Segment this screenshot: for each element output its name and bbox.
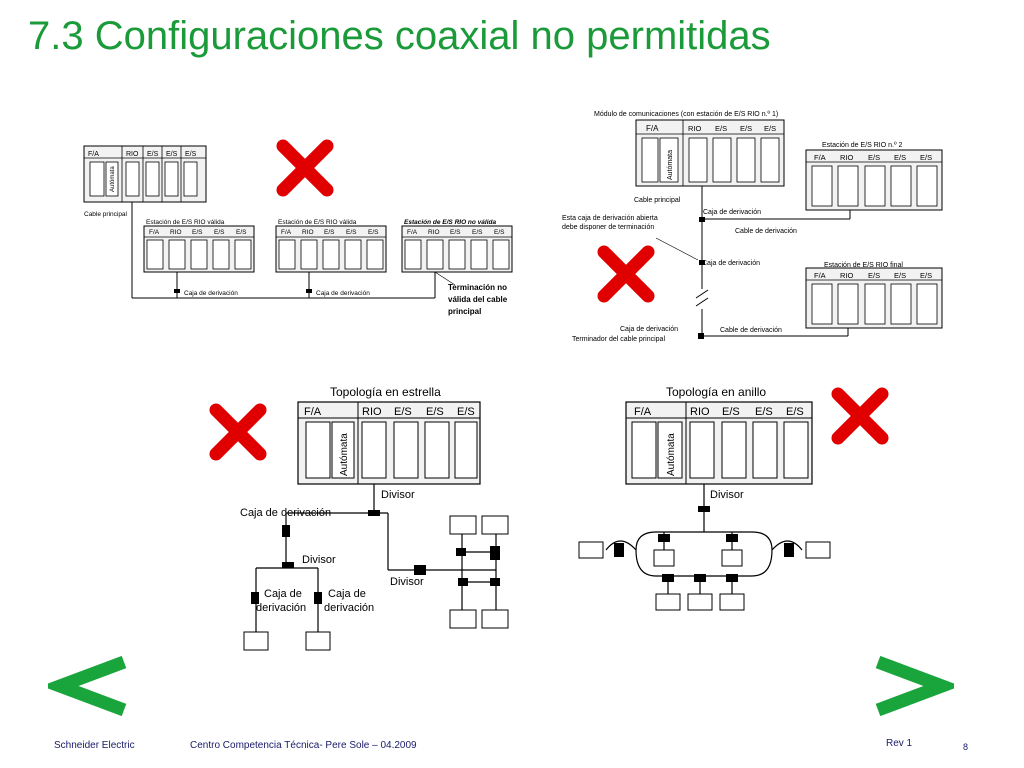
label-tap: Caja de: [328, 588, 366, 600]
label-es: E/S: [764, 124, 776, 133]
label-es: E/S: [868, 271, 880, 280]
label-rio: RIO: [840, 271, 854, 280]
diagram-invalid-termination: F/A RIO E/S E/S E/S Autómata Cable princ…: [83, 145, 513, 316]
label-rio: RIO: [428, 229, 440, 236]
diagram-open-tap: Módulo de comunicaciones (con estación d…: [562, 111, 943, 343]
label-es: E/S: [166, 151, 178, 158]
label-es: E/S: [394, 406, 412, 418]
label-tap: derivación: [256, 602, 306, 614]
label-es: E/S: [214, 229, 225, 236]
label-note: Terminación no: [448, 283, 507, 292]
label-automata: Autómata: [667, 150, 674, 180]
label-tap: Caja de derivación: [702, 260, 760, 267]
label-tap: Caja de derivación: [620, 326, 678, 333]
label-fa: F/A: [646, 124, 659, 133]
label-fa: F/A: [407, 229, 418, 236]
label-station-invalid: Estación de E/S RIO no válida: [404, 219, 496, 226]
label-open-tap-note: Esta caja de derivación abierta: [562, 215, 658, 222]
label-rio: RIO: [170, 229, 182, 236]
label-tap: Caja de: [264, 588, 302, 600]
label-fa: F/A: [304, 406, 322, 418]
label-fa: F/A: [149, 229, 160, 236]
label-es: E/S: [755, 406, 773, 418]
label-station-valid: Estación de E/S RIO válida: [278, 219, 357, 226]
label-automata: Autómata: [666, 433, 677, 476]
label-main-cable: Cable principal: [84, 211, 128, 218]
label-es: E/S: [185, 151, 197, 158]
label-main-cable: Cable principal: [634, 197, 681, 204]
label-es: E/S: [147, 151, 159, 158]
label-es: E/S: [894, 271, 906, 280]
invalid-x-icon: [276, 139, 334, 197]
label-es: E/S: [368, 229, 379, 236]
label-station-valid: Estación de E/S RIO válida: [146, 219, 225, 226]
label-drop-cable: Cable de derivación: [720, 327, 782, 334]
label-note: principal: [448, 307, 481, 316]
label-fa: F/A: [814, 153, 826, 162]
label-rio: RIO: [302, 229, 314, 236]
label-open-tap-note: debe disponer de terminación: [562, 224, 654, 231]
label-fa: F/A: [281, 229, 292, 236]
label-station-title: Estación de E/S RIO n.º 2: [822, 142, 902, 149]
label-tap: Caja de derivación: [316, 290, 370, 297]
label-splitter: Divisor: [710, 489, 744, 501]
label-es: E/S: [457, 406, 475, 418]
label-splitter: Divisor: [302, 554, 336, 566]
label-rio: RIO: [362, 406, 382, 418]
label-splitter: Divisor: [390, 576, 424, 588]
footer-revision: Rev 1: [886, 738, 913, 749]
footer-page-number: 8: [963, 742, 969, 752]
label-es: E/S: [920, 153, 932, 162]
label-es: E/S: [894, 153, 906, 162]
footer-company: Schneider Electric: [54, 740, 135, 751]
label-es: E/S: [450, 229, 461, 236]
diagram-ring-topology: Topología en anillo F/A RIO E/S E/S E/S …: [578, 385, 831, 611]
label-es: E/S: [324, 229, 335, 236]
label-es: E/S: [472, 229, 483, 236]
label-automata: Autómata: [339, 433, 350, 476]
label-rio: RIO: [688, 124, 702, 133]
prev-slide-button[interactable]: [48, 656, 132, 716]
label-tap: Caja de derivación: [184, 290, 238, 297]
diagram-star-topology: Topología en estrella F/A RIO E/S E/S E/…: [240, 385, 509, 651]
label-topology-title: Topología en estrella: [330, 385, 441, 399]
label-drop-cable: Cable de derivación: [735, 228, 797, 235]
label-es: E/S: [786, 406, 804, 418]
label-es: E/S: [740, 124, 752, 133]
label-es: E/S: [722, 406, 740, 418]
label-tap: Caja de derivación: [703, 209, 761, 216]
label-module-title: Módulo de comunicaciones (con estación d…: [594, 111, 778, 118]
label-station-title: Estación de E/S RIO final: [824, 262, 903, 269]
next-slide-button[interactable]: [870, 656, 954, 716]
label-es: E/S: [236, 229, 247, 236]
invalid-x-icon: [209, 403, 267, 461]
label-terminator: Terminador del cable principal: [572, 336, 665, 343]
label-es: E/S: [192, 229, 203, 236]
label-es: E/S: [920, 271, 932, 280]
label-splitter: Divisor: [381, 489, 415, 501]
label-rio: RIO: [690, 406, 710, 418]
invalid-x-icon: [597, 245, 655, 303]
label-topology-title: Topología en anillo: [666, 385, 766, 399]
label-es: E/S: [426, 406, 444, 418]
label-automata: Autómata: [110, 166, 116, 192]
label-rio: RIO: [126, 151, 139, 158]
label-fa: F/A: [634, 406, 652, 418]
label-rio: RIO: [840, 153, 854, 162]
label-note: válida del cable: [448, 295, 508, 304]
label-fa: F/A: [88, 151, 99, 158]
label-es: E/S: [346, 229, 357, 236]
label-es: E/S: [715, 124, 727, 133]
label-fa: F/A: [814, 271, 826, 280]
label-es: E/S: [494, 229, 505, 236]
label-es: E/S: [868, 153, 880, 162]
label-tap: derivación: [324, 602, 374, 614]
invalid-x-icon: [831, 387, 889, 445]
slide-title: 7.3 Configuraciones coaxial no permitida…: [28, 14, 771, 58]
footer-center: Centro Competencia Técnica- Pere Sole – …: [190, 740, 417, 751]
